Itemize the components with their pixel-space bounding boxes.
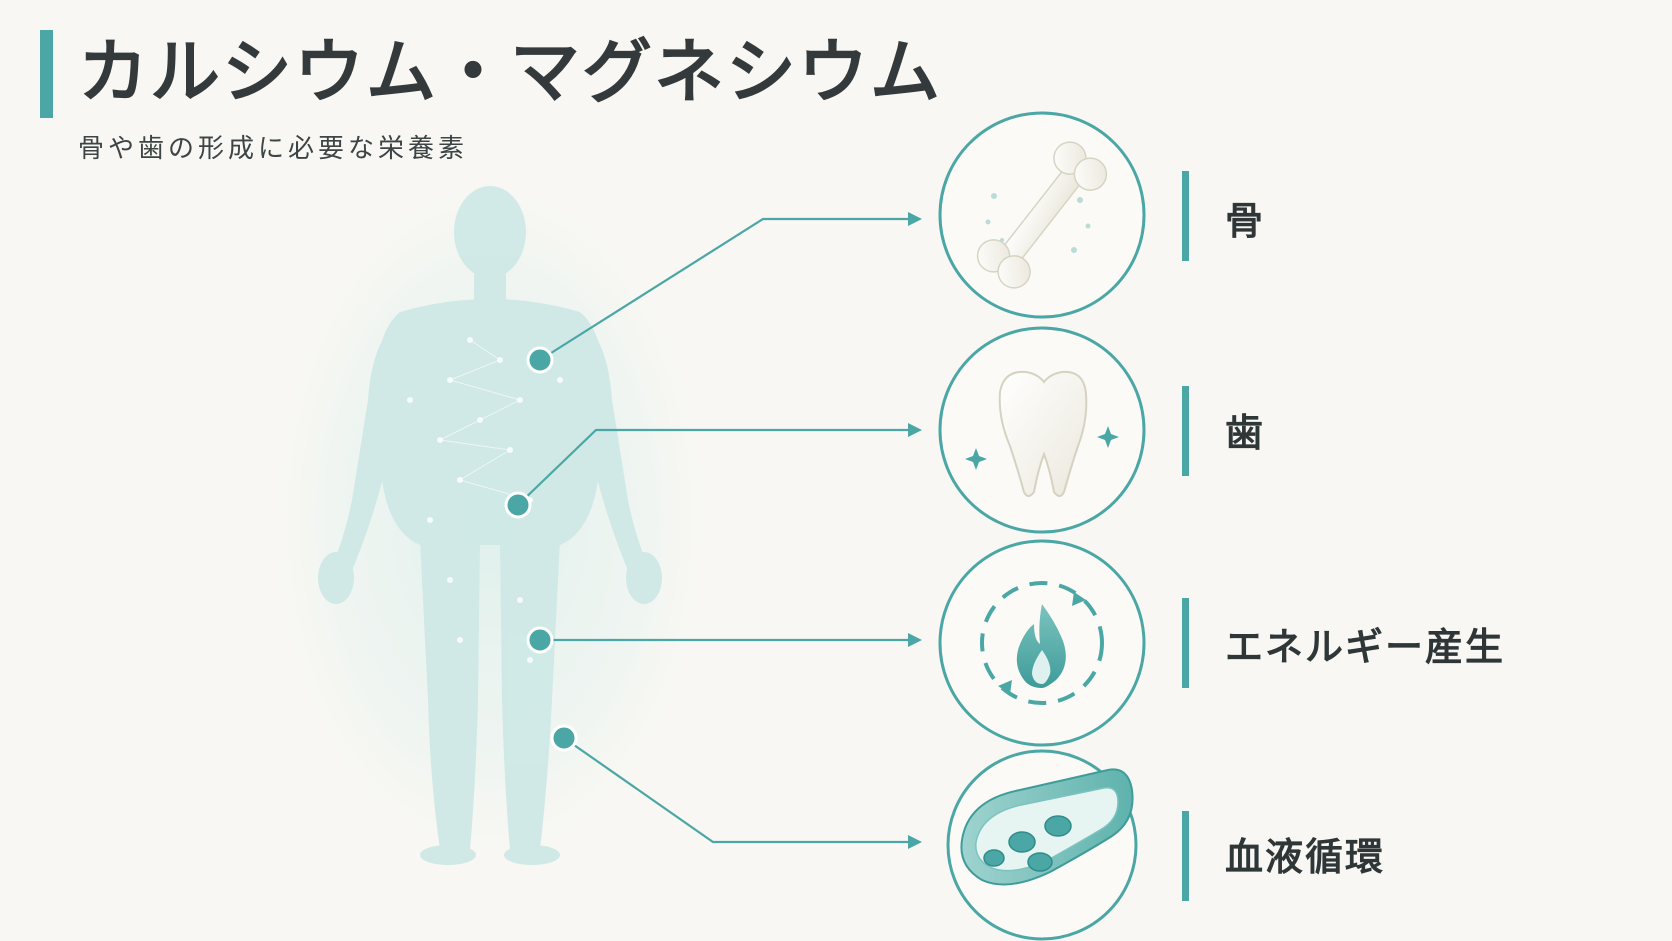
- function-label-bone: 骨: [1225, 199, 1266, 243]
- arrow-energy-icon: [908, 633, 922, 647]
- connectors: [517, 217, 910, 844]
- human-body-silhouette: [260, 160, 720, 880]
- arrow-tooth-icon: [908, 423, 922, 437]
- page-subtitle: 骨や歯の形成に必要な栄養素: [78, 134, 469, 164]
- arrow-blood-icon: [908, 835, 922, 849]
- label-accent-bar-bone: [1182, 171, 1189, 261]
- marker-abdomen: [504, 491, 532, 519]
- energy-flame-icon: [980, 581, 1104, 705]
- marker-chest: [526, 346, 554, 374]
- label-accent-bar-tooth: [1182, 386, 1189, 476]
- function-label-tooth: 歯: [1225, 411, 1266, 455]
- tooth-icon: [965, 370, 1119, 497]
- function-label-blood: 血液循環: [1225, 835, 1386, 879]
- label-accent-bar-blood: [1182, 811, 1189, 901]
- arrow-bone-icon: [908, 212, 922, 226]
- page-title: カルシウム・マグネシウム: [78, 31, 942, 113]
- title-accent-bar: [40, 30, 53, 118]
- marker-knee: [550, 724, 578, 752]
- function-label-energy: エネルギー産生: [1225, 625, 1506, 669]
- bone-icon: [976, 141, 1108, 289]
- connector-tooth: [517, 428, 910, 506]
- label-accent-bar-energy: [1182, 598, 1189, 688]
- connector-blood: [563, 737, 910, 844]
- marker-thigh: [526, 626, 554, 654]
- blood-vessel-icon: [960, 768, 1134, 886]
- connector-bone: [539, 217, 910, 361]
